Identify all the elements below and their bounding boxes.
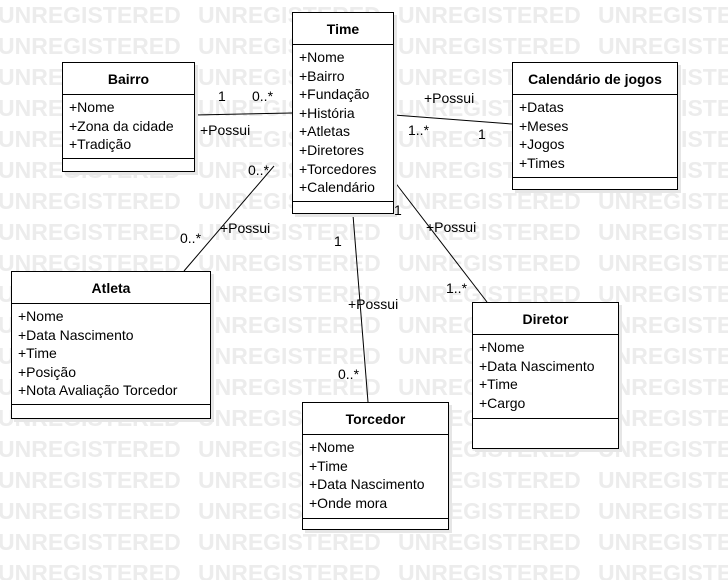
assoc-torcedor-mult-torcedor: 0..* xyxy=(338,366,360,382)
class-calendario-attributes: +Datas +Meses +Jogos +Times xyxy=(513,95,677,178)
assoc-calendario-mult-calendario: 1 xyxy=(478,126,486,142)
class-attribute: +Data Nascimento xyxy=(479,357,595,374)
assoc-diretor-name: +Possui xyxy=(426,219,477,235)
class-attribute: +Calendário xyxy=(299,179,375,196)
class-time[interactable]: Time +Nome +Bairro +Fundação +História +… xyxy=(292,12,394,214)
assoc-torcedor-mult-time: 1 xyxy=(334,233,342,249)
assoc-bairro-name: +Possui xyxy=(200,122,251,138)
assoc-line-bairro[interactable] xyxy=(194,112,293,116)
class-attribute: +Nota Avaliação Torcedor xyxy=(18,382,178,399)
assoc-atleta-mult-time: 0..* xyxy=(248,162,270,178)
class-attribute: +Nome xyxy=(18,308,64,324)
assoc-diretor-mult-time: 1 xyxy=(394,202,402,218)
class-time-header: Time xyxy=(293,13,393,45)
class-attribute: +Fundação xyxy=(299,86,370,103)
class-torcedor[interactable]: Torcedor +Nome +Time +Data Nascimento +O… xyxy=(302,402,449,530)
assoc-atleta-name: +Possui xyxy=(220,220,271,236)
class-calendario-de-jogos[interactable]: Calendário de jogos +Datas +Meses +Jogos… xyxy=(512,62,678,190)
class-attribute: +História xyxy=(299,104,355,121)
class-attribute: +Time xyxy=(309,457,348,474)
class-diretor-attributes: +Nome +Data Nascimento +Time +Cargo xyxy=(473,335,618,419)
class-attribute: +Posição xyxy=(18,363,76,380)
class-attribute: +Datas xyxy=(519,99,564,115)
class-attribute: +Meses xyxy=(519,117,569,134)
class-attribute: +Time xyxy=(479,376,518,393)
class-attribute: +Time xyxy=(18,345,57,362)
assoc-calendario-mult-time: 1..* xyxy=(408,122,430,138)
class-attribute: +Torcedores xyxy=(299,160,377,177)
class-attribute: +Nome xyxy=(69,99,115,115)
assoc-calendario-name: +Possui xyxy=(424,90,475,106)
assoc-line-calendario[interactable] xyxy=(393,114,513,125)
assoc-bairro-mult-bairro: 1 xyxy=(218,88,226,104)
class-atleta[interactable]: Atleta +Nome +Data Nascimento +Time +Pos… xyxy=(11,271,211,419)
class-bairro-attributes: +Nome +Zona da cidade +Tradição xyxy=(63,95,194,159)
class-attribute: +Jogos xyxy=(519,136,565,153)
class-attribute: +Times xyxy=(519,154,565,171)
assoc-torcedor-name: +Possui xyxy=(348,296,399,312)
assoc-line-torcedor[interactable] xyxy=(352,214,369,403)
class-attribute: +Nome xyxy=(309,439,355,455)
class-attribute: +Data Nascimento xyxy=(18,326,134,343)
class-attribute: +Cargo xyxy=(479,394,526,411)
class-attribute: +Bairro xyxy=(299,67,345,84)
class-diretor[interactable]: Diretor +Nome +Data Nascimento +Time +Ca… xyxy=(472,302,619,449)
class-attribute: +Nome xyxy=(479,339,525,355)
class-torcedor-header: Torcedor xyxy=(303,403,448,435)
assoc-line-atleta[interactable] xyxy=(183,165,275,272)
class-attribute: +Onde mora xyxy=(309,494,388,511)
assoc-atleta-mult-atleta: 0..* xyxy=(180,230,202,246)
class-attribute: +Diretores xyxy=(299,141,364,158)
class-bairro[interactable]: Bairro +Nome +Zona da cidade +Tradição xyxy=(62,62,195,172)
class-attribute: +Atletas xyxy=(299,123,350,140)
class-attribute: +Nome xyxy=(299,49,345,65)
assoc-diretor-mult-diretor: 1..* xyxy=(446,280,468,296)
class-attribute: +Tradição xyxy=(69,136,132,153)
class-attribute: +Data Nascimento xyxy=(309,476,425,493)
assoc-line-diretor[interactable] xyxy=(393,180,488,303)
assoc-bairro-mult-time: 0..* xyxy=(252,88,274,104)
class-torcedor-attributes: +Nome +Time +Data Nascimento +Onde mora xyxy=(303,435,448,519)
class-atleta-attributes: +Nome +Data Nascimento +Time +Posição +N… xyxy=(12,304,210,405)
class-calendario-header: Calendário de jogos xyxy=(513,63,677,95)
class-atleta-header: Atleta xyxy=(12,272,210,304)
class-time-attributes: +Nome +Bairro +Fundação +História +Atlet… xyxy=(293,45,393,202)
class-attribute: +Zona da cidade xyxy=(69,117,174,134)
class-diretor-header: Diretor xyxy=(473,303,618,335)
class-bairro-header: Bairro xyxy=(63,63,194,95)
